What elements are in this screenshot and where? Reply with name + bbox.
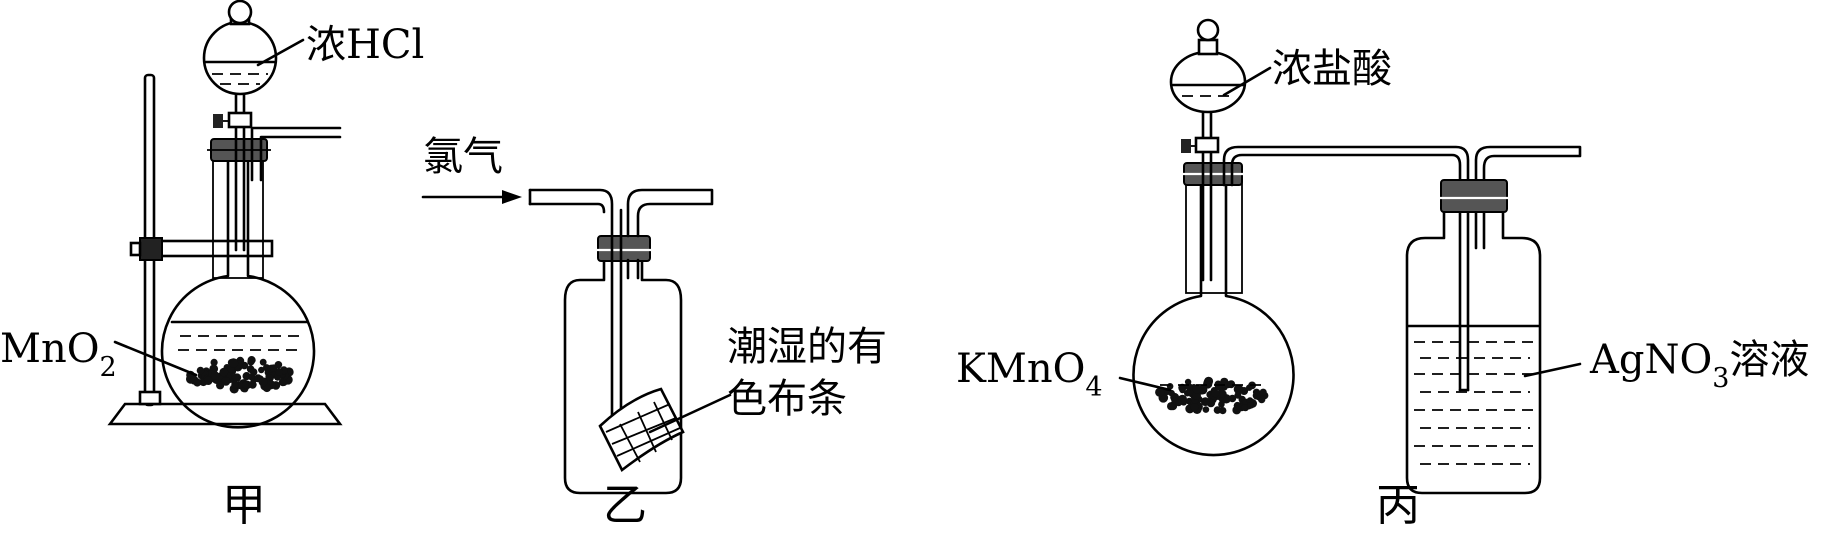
funnel-stopper-jia bbox=[227, 0, 253, 25]
stopcock-handle-bing bbox=[1181, 139, 1191, 153]
solid-particle bbox=[1247, 401, 1254, 409]
solid-particle bbox=[219, 367, 229, 377]
solid-particle bbox=[275, 368, 284, 376]
solid-particle bbox=[232, 374, 240, 381]
leader-conc-hcl-bing bbox=[1222, 66, 1272, 97]
solid-particle bbox=[1179, 386, 1186, 394]
solid-particle bbox=[1246, 384, 1253, 391]
inlet-tube-yi bbox=[528, 188, 614, 427]
solid-particle bbox=[259, 358, 267, 366]
solid-particle bbox=[1259, 388, 1267, 396]
solid-particle bbox=[196, 366, 205, 375]
bottle-yi bbox=[563, 258, 683, 495]
solid-particle bbox=[1227, 380, 1236, 389]
solid-particle bbox=[247, 358, 255, 366]
solid-particle bbox=[1200, 397, 1210, 406]
label-kmno4: KMnO4 bbox=[956, 346, 1103, 403]
solid-particle bbox=[1213, 406, 1222, 414]
stand-base bbox=[107, 402, 343, 426]
flask-jia bbox=[160, 138, 316, 429]
solid-particle bbox=[204, 376, 213, 386]
outlet-tube-bing bbox=[1474, 145, 1582, 250]
solid-particle bbox=[193, 378, 202, 387]
solid-particle bbox=[210, 371, 220, 380]
clamp-boss bbox=[139, 237, 163, 261]
label-conc-hydrochloric-acid: 浓盐酸 bbox=[1272, 46, 1392, 92]
stopcock-bing bbox=[1194, 136, 1220, 154]
outlet-tube-yi bbox=[626, 188, 714, 280]
stand-foot bbox=[138, 390, 162, 406]
funnel-stem-bing bbox=[1201, 108, 1213, 282]
solid-particle bbox=[1175, 399, 1183, 407]
solid-particle bbox=[258, 377, 268, 387]
solid-particle bbox=[280, 378, 288, 386]
bottle-bing bbox=[1405, 208, 1542, 495]
solid-particle bbox=[1252, 391, 1261, 400]
solid-mno2 bbox=[186, 356, 294, 394]
solid-particle bbox=[242, 381, 249, 389]
gas-arrow-head bbox=[502, 190, 522, 204]
connecting-tube-bing bbox=[1222, 145, 1470, 392]
label-mno2: MnO2 bbox=[0, 326, 117, 383]
funnel-stopper-bing bbox=[1196, 18, 1220, 42]
caption-bing: 丙 bbox=[1376, 480, 1420, 531]
stopper-yi bbox=[597, 235, 651, 262]
solid-particle bbox=[1218, 401, 1225, 408]
solid-particle bbox=[228, 358, 239, 368]
solid-particle bbox=[1205, 377, 1213, 384]
leader-mno2 bbox=[113, 340, 198, 377]
stopcock-jia bbox=[227, 111, 253, 129]
label-damp-cloth-line1: 潮湿的有 bbox=[727, 324, 887, 370]
leader-agno3 bbox=[1523, 362, 1582, 378]
label-conc-hcl: 浓HCl bbox=[306, 22, 424, 68]
label-chlorine-gas: 氯气 bbox=[423, 134, 503, 180]
solid-particle bbox=[210, 358, 218, 366]
solid-particle bbox=[1190, 403, 1199, 412]
solid-particle bbox=[274, 361, 283, 369]
solid-particle bbox=[1232, 405, 1241, 415]
solid-particle bbox=[258, 366, 265, 374]
solid-particle bbox=[266, 374, 274, 382]
leader-kmno4 bbox=[1118, 376, 1172, 392]
funnel-bulb-bing bbox=[1169, 50, 1247, 114]
stopcock-handle-jia bbox=[213, 114, 223, 128]
solid-particle bbox=[1167, 402, 1176, 411]
leader-cloth bbox=[648, 393, 732, 434]
solid-particle bbox=[216, 381, 225, 390]
caption-jia: 甲 bbox=[222, 480, 266, 531]
flask-bing bbox=[1132, 181, 1295, 457]
solid-particle bbox=[231, 380, 239, 389]
apparatus-jia: 浓HCl MnO2 甲 bbox=[0, 0, 424, 531]
solid-particle bbox=[1233, 384, 1244, 394]
stopper-bing-bottle bbox=[1440, 179, 1508, 213]
leader-hcl bbox=[256, 38, 305, 67]
solid-particle bbox=[1211, 389, 1220, 398]
solid-particle bbox=[1228, 394, 1237, 403]
solid-kmno4 bbox=[1155, 376, 1269, 415]
solid-particle bbox=[249, 368, 258, 376]
damp-cloth-strip bbox=[598, 387, 685, 472]
label-damp-cloth-line2: 色布条 bbox=[727, 376, 847, 422]
clamp-screw bbox=[129, 241, 142, 257]
apparatus-bing: 浓盐酸 KMnO4 AgNO3溶液 丙 bbox=[956, 18, 1809, 531]
solid-particle bbox=[1219, 407, 1227, 415]
apparatus-yi: 氯气 潮湿的有 色布条 乙 bbox=[421, 134, 887, 531]
solid-particle bbox=[1168, 389, 1175, 397]
solid-particle bbox=[1202, 406, 1210, 413]
caption-yi: 乙 bbox=[603, 480, 647, 531]
label-agno3-solution: AgNO3溶液 bbox=[1589, 337, 1809, 394]
solid-particle bbox=[1155, 387, 1165, 397]
flask-neck-jia bbox=[212, 159, 264, 279]
solid-particle bbox=[1192, 384, 1202, 394]
solid-particle bbox=[1234, 391, 1242, 399]
